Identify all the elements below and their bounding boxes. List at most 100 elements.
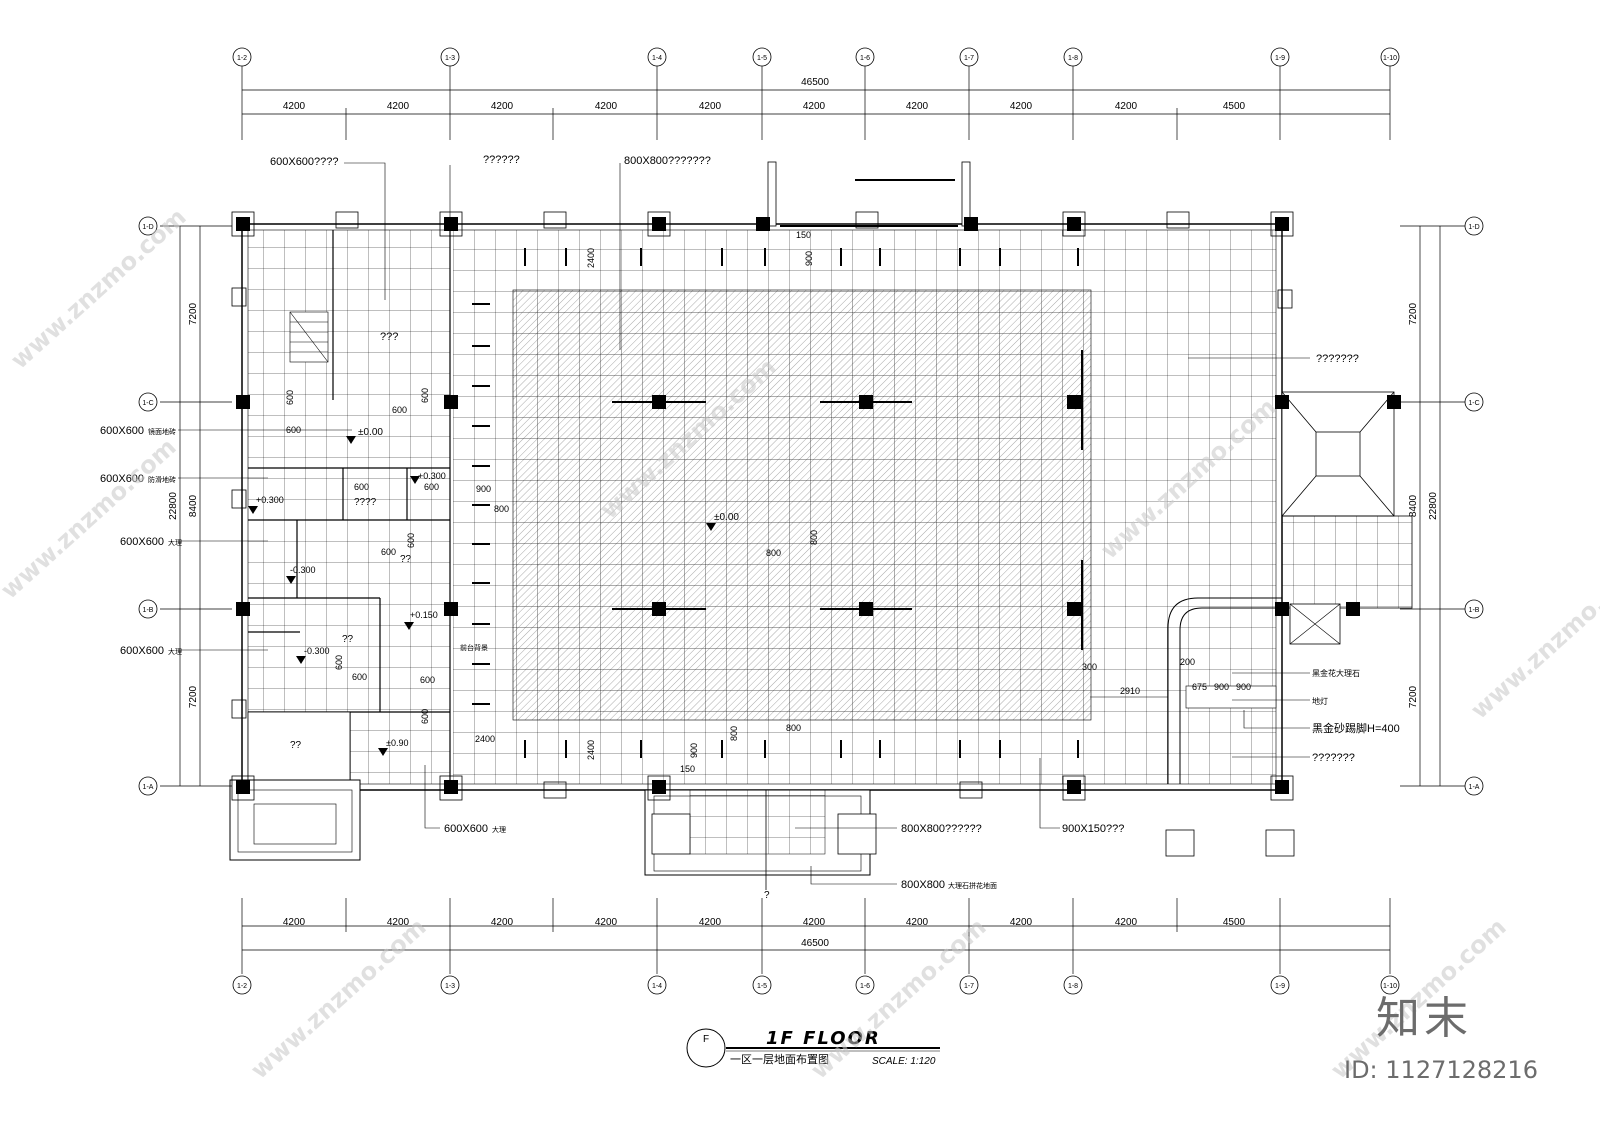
grid-label-top: 1-5 [757,55,767,62]
dim-small: 600 [285,390,295,405]
top-dimension-lines [241,66,1391,140]
dim-small: 800 [494,504,509,514]
dim-span-bottom: 4200 [283,917,306,928]
right-stair [1281,391,1395,517]
room-label: ??? [380,331,398,343]
label-left-600-2-note: 防滑地砖 [148,475,176,484]
dim-small: 900 [689,743,699,758]
dim-span-bottom: 4500 [1223,917,1246,928]
dim-span-bottom: 4200 [906,917,929,928]
dim-small: 600 [424,482,439,492]
bottom-dimension-lines [241,898,1391,974]
dim-span: 4200 [1115,101,1138,112]
dim-vert-total: 22800 [168,492,179,520]
grid-label-bottom: 1-3 [445,983,455,990]
dim-small: 2400 [475,734,495,744]
top-dimension-text: 46500 4200 4200 4200 4200 4200 4200 4200… [283,77,1246,112]
dim-small: 600 [381,547,396,557]
column-beams [612,350,1083,650]
label-tile-600-top: 600X600???? [270,156,339,168]
bottom-dimension-text: 4200 4200 4200 4200 4200 4200 4200 4200 … [283,917,1246,949]
dim-small: 600 [420,709,430,724]
dim-vert: 7200 [1408,685,1419,708]
level-left-4: +0.300 [256,495,284,505]
dim-small: 300 [1082,662,1097,672]
bottom-grid-bubbles [232,975,1400,995]
annotations: 600X600???? ?????? 800X800??????? ??????… [100,154,1400,901]
dim-total-top: 46500 [801,77,829,88]
grid-label-side: 1-D [1468,224,1479,231]
dim-vert-total: 22800 [1428,492,1439,520]
label-right-q: ??????? [1316,353,1359,365]
dim-small: 900 [1214,682,1229,692]
grid-label-bottom: 1-9 [1275,983,1285,990]
room-label: ???? [354,497,377,508]
grid-label-side: 1-C [142,400,153,407]
watermark-text: www.znzmo.com [245,913,431,1085]
level-main: ±0.00 [714,512,739,523]
watermark-text: www.znzmo.com [1465,553,1600,725]
small-dims: 600 600 600 600 600 900 800 800 800 2400… [285,230,1251,774]
grid-label-top: 1-7 [964,55,974,62]
dim-small: 800 [786,723,801,733]
dim-small: 900 [804,251,814,266]
watermark-text: www.znzmo.com [5,203,191,375]
dim-vert: 7200 [188,685,199,708]
dim-span: 4500 [1223,101,1246,112]
label-left-600-3-note: 大理 [168,538,182,547]
dim-span-bottom: 4200 [387,917,410,928]
label-single-q: ? [764,890,770,901]
grid-label-top: 1-8 [1068,55,1078,62]
grid-label-top: 1-10 [1383,55,1397,62]
label-bottom-600-note: 大理 [492,825,506,834]
top-grid-labels: 1-2 1-3 1-4 1-5 1-6 1-7 1-8 1-9 1-10 [237,55,1397,62]
grid-label-top: 1-2 [237,55,247,62]
dim-span: 4200 [387,101,410,112]
grid-label-top: 1-6 [860,55,870,62]
watermark-text: www.znzmo.com [0,433,182,605]
dim-small: 2400 [586,248,596,268]
label-q6: ?????? [483,154,520,166]
drawing-subtitle: 一区一层地面布置图 [730,1053,829,1066]
dim-span: 4200 [699,101,722,112]
grid-label-top: 1-9 [1275,55,1285,62]
dim-small: 900 [1236,682,1251,692]
dim-small: 150 [680,764,695,774]
grid-label-bottom: 1-10 [1383,983,1397,990]
left-dimension-lines [160,225,1470,787]
reception-counter [1185,685,1277,709]
dim-span-bottom: 4200 [803,917,826,928]
dim-small: 600 [286,425,301,435]
title-marker: F [703,1034,709,1045]
label-left-600-4: 600X600 [120,645,164,657]
dim-span: 4200 [283,101,306,112]
grid-label-top: 1-4 [652,55,662,62]
grid-label-side: 1-D [142,224,153,231]
drawing-scale: SCALE: 1:120 [872,1056,936,1067]
dim-small: 600 [352,672,367,682]
label-right-lamp: 地灯 [1312,696,1328,706]
label-bottom-800b-note: 大理石拼花地面 [948,881,997,890]
columns [236,217,1401,794]
level-left-2: -0.300 [290,565,316,575]
grid-label-bottom: 1-6 [860,983,870,990]
grid-label-bottom: 1-4 [652,983,662,990]
label-bottom-600: 600X600 [444,823,488,835]
dim-vert: 7200 [1408,302,1419,325]
dim-span-bottom: 4200 [595,917,618,928]
label-right-black-2: 黑金砂踢脚H=400 [1312,721,1400,735]
pilasters [231,211,1294,801]
dim-vert: 8400 [188,494,199,517]
dim-span-bottom: 4200 [1115,917,1138,928]
dim-small: 2400 [586,740,596,760]
grid-label-bottom: 1-8 [1068,983,1078,990]
dim-small: 600 [334,655,344,670]
dim-small: 2910 [1120,686,1140,696]
bottom-grid-labels: 1-2 1-3 1-4 1-5 1-6 1-7 1-8 1-9 1-10 [237,983,1397,990]
side-grid-bubbles [138,216,1484,796]
dim-small: 600 [420,675,435,685]
room-label: ?? [342,634,354,645]
dim-span: 4200 [491,101,514,112]
grid-label-top: 1-3 [445,55,455,62]
level-left-5: +0.300 [418,471,446,481]
